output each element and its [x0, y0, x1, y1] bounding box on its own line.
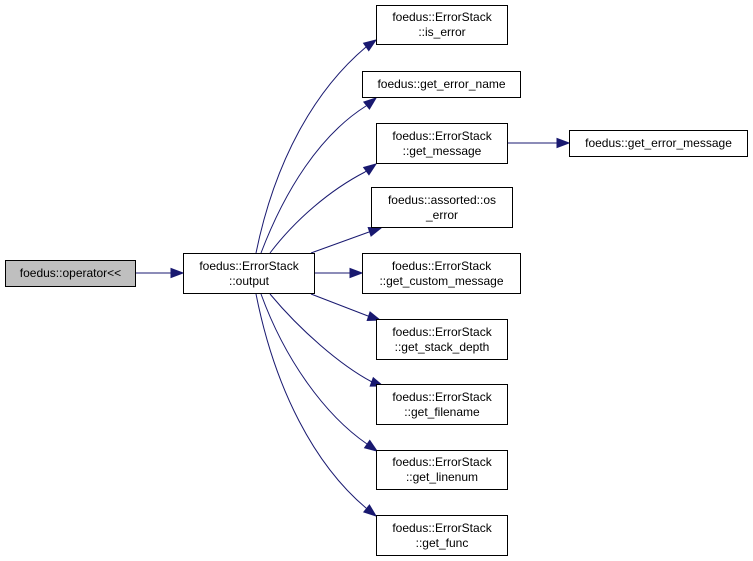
- edge-output-to-get-custom-message: [315, 267, 364, 279]
- edge-output-to-get-error-name: [260, 97, 378, 254]
- node-get-message-line-1: foedus::ErrorStack: [392, 128, 492, 143]
- edge-line: [269, 293, 373, 383]
- edge-output-to-os-error: [310, 226, 383, 254]
- node-is-error-line-2: ::is_error: [418, 25, 466, 39]
- node-get-error-message[interactable]: foedus::get_error_message: [569, 130, 748, 157]
- node-is-error[interactable]: foedus::ErrorStack ::is_error: [376, 5, 508, 45]
- arrowhead-icon: [363, 439, 379, 452]
- node-get-filename-line-2: ::get_filename: [404, 404, 480, 419]
- node-get-func-line-2: ::get_func: [415, 535, 469, 550]
- edge-output-to-get-filename: [269, 293, 385, 387]
- node-get-func[interactable]: foedus::ErrorStack ::get_func: [376, 515, 508, 556]
- arrowhead-icon: [362, 97, 378, 110]
- edge-line: [255, 293, 367, 509]
- node-get-filename[interactable]: foedus::ErrorStack ::get_filename: [376, 384, 508, 425]
- node-is-error-line-1: foedus::ErrorStack: [392, 10, 492, 24]
- arrowhead-icon: [349, 267, 364, 279]
- edge-line: [310, 231, 370, 254]
- edge-line: [255, 46, 367, 254]
- arrowhead-icon: [362, 163, 378, 176]
- edge-get-message-to-get-error-message: [508, 137, 571, 149]
- node-get-linenum-line-1: foedus::ErrorStack: [392, 455, 492, 469]
- node-get-error-name[interactable]: foedus::get_error_name: [362, 71, 521, 98]
- node-get-stack-depth[interactable]: foedus::ErrorStack ::get_stack_depth: [376, 319, 508, 360]
- node-get-linenum-line-2: ::get_linenum: [405, 470, 479, 484]
- node-get-func-line-1: foedus::ErrorStack: [392, 520, 492, 535]
- node-os-error-line-1: foedus::assorted::os: [387, 192, 497, 207]
- node-get-message-line-2: ::get_message: [402, 143, 482, 158]
- node-output-line-2: ::output: [228, 273, 270, 288]
- arrowhead-icon: [367, 226, 383, 237]
- node-get-custom-message-line-1: foedus::ErrorStack: [391, 258, 492, 273]
- node-output[interactable]: foedus::ErrorStack ::output: [183, 253, 315, 294]
- edge-output-to-get-func: [255, 293, 378, 517]
- node-operator: foedus::operator<<: [5, 260, 136, 287]
- node-get-stack-depth-line-1: foedus::ErrorStack: [392, 324, 492, 339]
- edge-output-to-get-message: [269, 163, 378, 254]
- edge-line: [269, 171, 366, 254]
- node-get-linenum[interactable]: foedus::ErrorStack ::get_linenum: [376, 450, 508, 490]
- edge-operator-to-output: [136, 267, 185, 279]
- node-get-stack-depth-line-2: ::get_stack_depth: [394, 339, 490, 354]
- node-os-error[interactable]: foedus::assorted::os _error: [371, 187, 513, 228]
- edge-line: [260, 293, 368, 445]
- node-get-filename-line-1: foedus::ErrorStack: [392, 389, 492, 404]
- edge-line: [310, 293, 369, 317]
- edge-output-to-is-error: [255, 39, 378, 254]
- node-get-message[interactable]: foedus::ErrorStack ::get_message: [376, 123, 508, 164]
- edge-output-to-get-linenum: [260, 293, 379, 452]
- node-get-custom-message[interactable]: foedus::ErrorStack ::get_custom_message: [362, 253, 521, 294]
- node-os-error-line-2: _error: [425, 207, 458, 222]
- edge-line: [260, 105, 367, 254]
- edge-output-to-get-stack-depth: [310, 293, 382, 322]
- node-operator-line-1: foedus::operator<<: [19, 266, 122, 280]
- node-get-error-message-line-1: foedus::get_error_message: [585, 136, 732, 150]
- arrowhead-icon: [170, 267, 185, 279]
- node-output-line-1: foedus::ErrorStack: [199, 258, 299, 273]
- arrowhead-icon: [362, 39, 378, 52]
- node-get-custom-message-line-2: ::get_custom_message: [379, 273, 504, 288]
- arrowhead-icon: [556, 137, 571, 149]
- node-get-error-name-line-1: foedus::get_error_name: [377, 77, 506, 91]
- arrowhead-icon: [362, 504, 378, 517]
- arrowhead-icon: [366, 311, 382, 322]
